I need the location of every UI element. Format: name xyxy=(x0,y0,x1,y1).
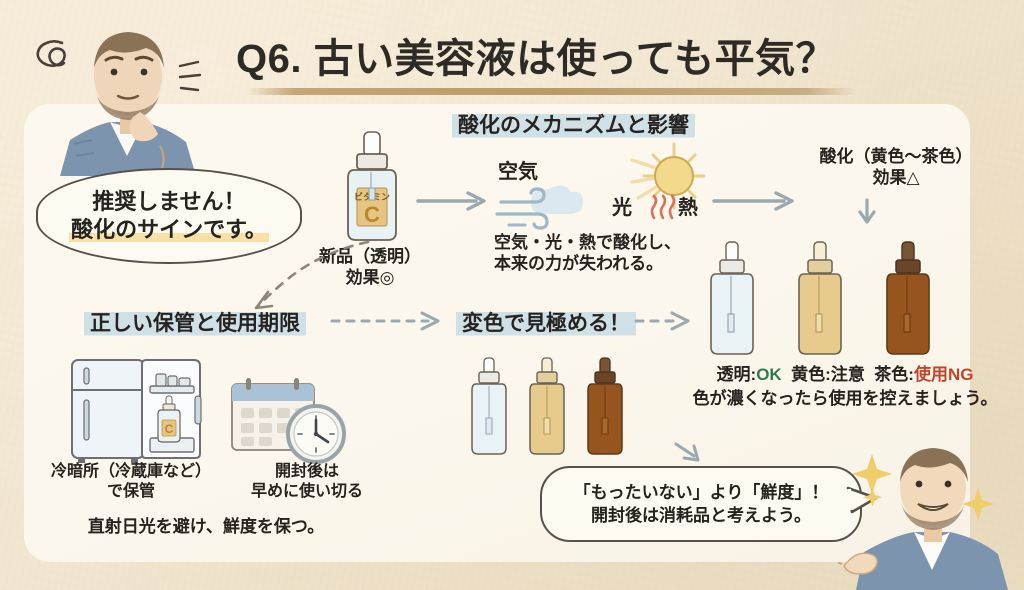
warning-line-2: 酸化のサインです。 xyxy=(69,217,269,243)
dashed-arrow-color-to-right-icon xyxy=(634,311,690,331)
legend-brown-value: 使用NG xyxy=(913,365,974,384)
dropper-bottle-brown-icon xyxy=(886,241,930,355)
happy-man-illustration xyxy=(838,448,1008,590)
heading-storage: 正しい保管と使用期限 xyxy=(84,306,306,338)
calendar-clock-icon xyxy=(231,378,346,464)
legend-brown-label: 茶色: xyxy=(874,365,914,384)
heading-mechanism: 酸化のメカニズムと影響 xyxy=(452,108,695,140)
speech-bubble-tail xyxy=(846,486,878,514)
legend-note: 色が濃くなったら使用を控えましょう。 xyxy=(692,389,998,408)
mechanism-explain-line-1: 空気・光・熱で酸化し、 xyxy=(494,233,681,252)
warning-line-1: 推奨しません！ xyxy=(92,189,246,215)
dropper-bottle-clear-icon xyxy=(710,241,754,355)
advice-speech-bubble: 「もったいない」より「鮮度」！ 開封後は消耗品と考えよう。 xyxy=(540,466,862,542)
caption-fridge-line-1: 冷暗所（冷蔵庫など） xyxy=(50,463,211,480)
legend-yellow-value: 注意 xyxy=(830,365,865,384)
arrow-right-icon-2 xyxy=(712,191,794,211)
sun-icon xyxy=(630,142,706,210)
heat-waves-icon xyxy=(650,194,676,220)
mechanism-explain-line-2: 本来の力が失われる。 xyxy=(494,254,664,274)
spiral-doodle-icon xyxy=(36,40,66,67)
caption-mechanism-explain: 空気・光・熱で酸化し、 本来の力が失われる。 xyxy=(494,232,744,275)
vitamin-c-bottle-icon: ビタミン C xyxy=(347,131,397,241)
caption-new-line-2: 効果◎ xyxy=(345,268,395,288)
caption-avoid-sunlight: 直射日光を避け、鮮度を保つ。 xyxy=(87,517,325,536)
clock-icon xyxy=(286,404,346,464)
wind-icon xyxy=(495,185,583,230)
dropper-bottle-yellow-icon xyxy=(798,241,842,355)
legend-yellow-label: 黄色: xyxy=(791,365,831,384)
label-heat: 熱 xyxy=(678,197,698,219)
worried-man-illustration xyxy=(60,32,196,176)
caption-fridge: 冷暗所（冷蔵庫など） で保管 xyxy=(26,462,236,502)
caption-use-quickly: 開封後は 早めに使い切る xyxy=(232,462,382,502)
dashed-arrow-storage-to-color-icon xyxy=(330,311,440,331)
bottle-label-big: C xyxy=(364,202,380,227)
arrow-down-icon xyxy=(858,198,876,224)
arrow-right-icon-1 xyxy=(416,191,486,211)
legend-color-meanings: 透明:OK 黄色:注意 茶色:使用NG xyxy=(680,364,1010,385)
label-air: 空気 xyxy=(498,161,538,183)
page-title: Q6. 古い美容液は使っても平気？ xyxy=(236,37,837,81)
caption-clock-line-2: 早めに使い切る xyxy=(250,483,363,501)
fridge-serum-bottle-icon: C xyxy=(157,395,181,443)
color-check-bottle-yellow-icon xyxy=(529,357,565,455)
advice-line-1: 「もったいない」より「鮮度」！ xyxy=(573,483,829,503)
oxidized-line-1: 酸化（黄色〜茶色） xyxy=(819,147,973,166)
caption-oxidized: 酸化（黄色〜茶色） 効果△ xyxy=(786,146,1006,189)
color-check-bottle-clear-icon xyxy=(471,357,507,455)
legend-clear-label: 透明: xyxy=(716,365,757,384)
fridge-bottle-letter: C xyxy=(165,422,174,436)
heading-color-check: 変色で見極める！ xyxy=(456,306,636,338)
oxidized-line-2: 効果△ xyxy=(872,168,920,188)
refrigerator-icon: C xyxy=(71,359,202,463)
emphasis-lines-icon xyxy=(178,60,202,92)
title-underline xyxy=(246,88,856,95)
caption-new-product: 新品（透明） 効果◎ xyxy=(300,246,440,289)
oxidation-bottle-row xyxy=(710,241,930,355)
dashed-arrow-to-advice-icon xyxy=(674,442,700,462)
color-check-bottle-row xyxy=(471,357,623,455)
caption-fridge-line-2: で保管 xyxy=(106,483,155,501)
color-check-bottle-brown-icon xyxy=(587,357,623,455)
advice-line-2: 開封後は消耗品と考えよう。 xyxy=(591,505,811,525)
caption-new-line-1: 新品（透明） xyxy=(319,247,421,266)
legend-clear-value: OK xyxy=(756,365,782,384)
sparkle-icon xyxy=(852,454,994,520)
caption-clock-line-1: 開封後は xyxy=(274,463,339,480)
dashed-arrow-to-storage-icon xyxy=(254,240,370,310)
warning-speech-bubble: 推奨しません！ 酸化のサインです。 xyxy=(36,168,302,264)
label-light: 光 xyxy=(612,197,632,219)
